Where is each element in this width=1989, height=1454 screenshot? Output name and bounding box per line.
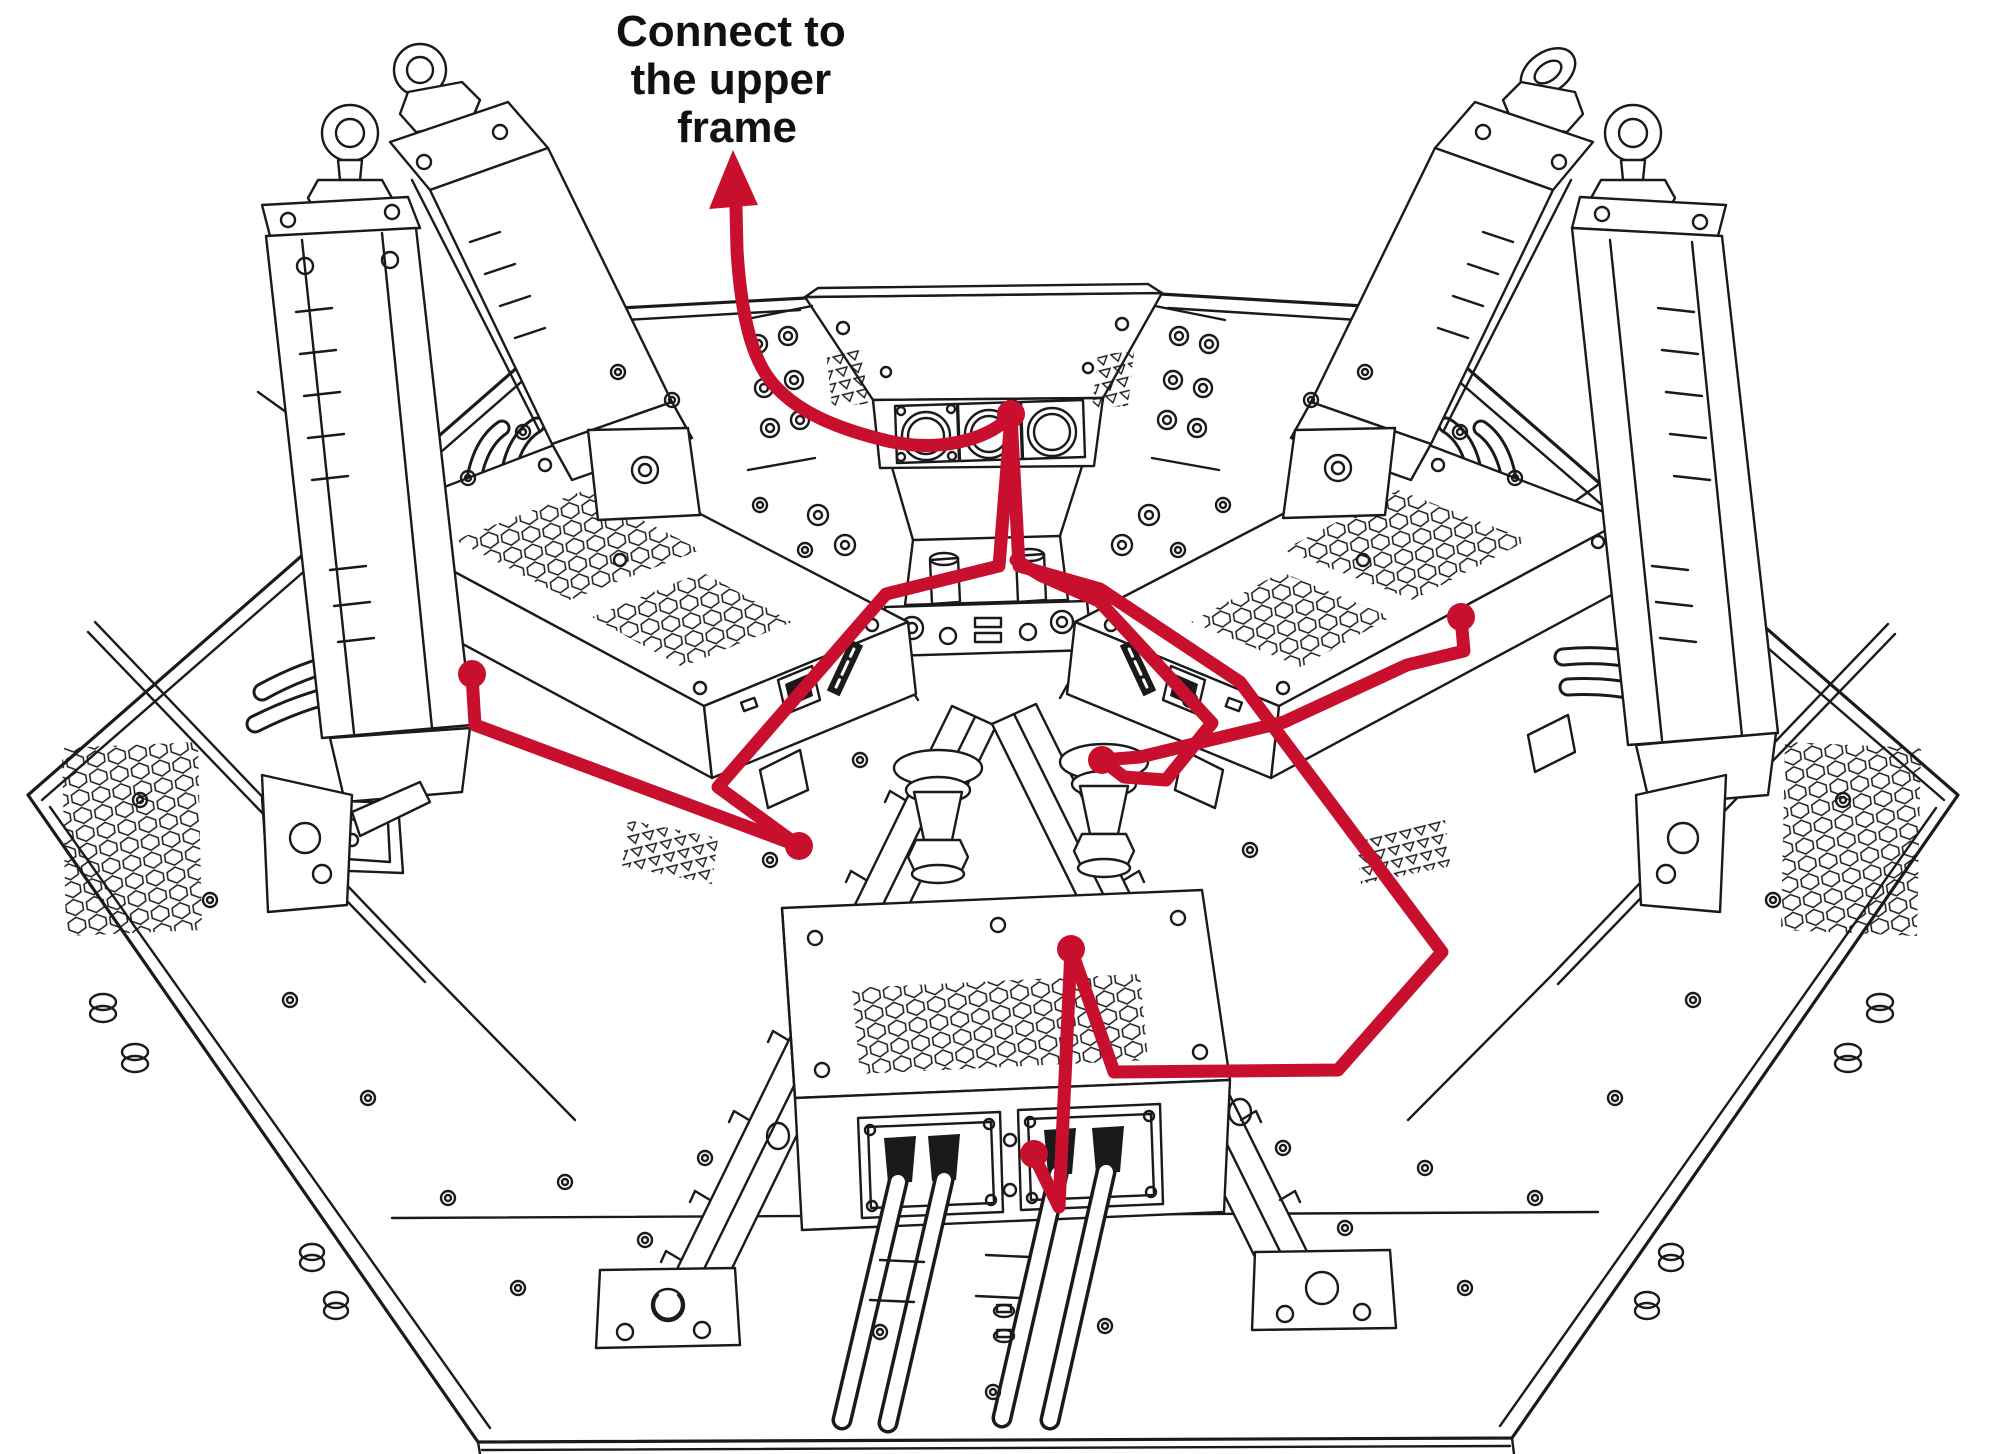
dot-bottom-box [1020, 1140, 1048, 1168]
label-line-2: the upper [631, 55, 831, 104]
route-right-branch [1009, 553, 1219, 787]
route-bottom-hook [1027, 942, 1078, 1214]
route-to-upper-frame [729, 201, 1018, 452]
dot-right-box-left [1088, 746, 1116, 774]
dot-left-box-left [458, 660, 486, 688]
actuator-right-tilted [1281, 47, 1595, 520]
bottom-junction-box [765, 888, 1253, 1434]
label-connect-upper-frame: Connect to the upper frame [616, 7, 858, 152]
dot-right-box-right [1447, 603, 1475, 631]
route-left-from-center [711, 409, 1018, 853]
platform-screws [131, 363, 1852, 1401]
actuator-left-vertical [260, 103, 474, 914]
route-right-box-top [1095, 611, 1471, 767]
route-left-box-edge [465, 669, 806, 853]
connector-panel [740, 282, 1227, 557]
cable-routing-overlay [458, 150, 1475, 1214]
actuator-right-vertical [1570, 103, 1780, 914]
arrow-up-icon [709, 150, 758, 209]
dot-center-panel [997, 400, 1025, 428]
hanging-cables [831, 1161, 1117, 1434]
standoff-mounts [892, 742, 1150, 885]
dot-left-box-right [785, 832, 813, 860]
dot-bottom-junction [1057, 935, 1085, 963]
connection-dots [458, 400, 1475, 1168]
hinge-fasteners [88, 992, 1895, 1321]
label-line-3: frame [677, 103, 797, 152]
label-line-1: Connect to [616, 7, 846, 56]
